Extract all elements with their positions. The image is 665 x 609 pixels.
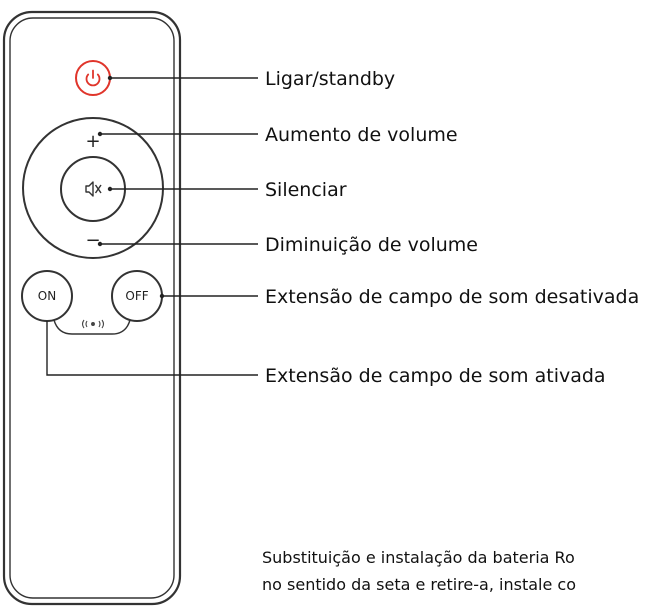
label-power: Ligar/standby bbox=[265, 68, 395, 90]
remote-body-outer bbox=[2, 10, 182, 606]
battery-note-line-2: no sentido da seta e retire-a, instale c… bbox=[262, 575, 576, 594]
label-volume-up: Aumento de volume bbox=[265, 124, 458, 146]
battery-note: Substituição e instalação da bateria Ro … bbox=[262, 544, 665, 598]
off-button-label: OFF bbox=[125, 289, 148, 303]
button-bridge bbox=[53, 319, 131, 335]
sound-field-icon bbox=[81, 319, 105, 329]
remote-body-inner bbox=[9, 17, 175, 599]
label-mute: Silenciar bbox=[265, 179, 347, 201]
volume-down-button[interactable]: − bbox=[85, 230, 100, 251]
volume-up-button[interactable]: + bbox=[85, 131, 100, 152]
label-field-on: Extensão de campo de som ativada bbox=[265, 365, 606, 387]
power-button[interactable] bbox=[75, 60, 111, 96]
mute-icon bbox=[85, 181, 102, 197]
leader-lines bbox=[46, 77, 258, 376]
on-button-label: ON bbox=[38, 289, 56, 303]
power-icon bbox=[85, 69, 101, 87]
battery-note-line-1: Substituição e instalação da bateria Ro bbox=[262, 548, 575, 567]
label-volume-down: Diminuição de volume bbox=[265, 234, 478, 256]
label-field-off: Extensão de campo de som desativada bbox=[265, 286, 639, 308]
leader-dots bbox=[97, 75, 165, 299]
